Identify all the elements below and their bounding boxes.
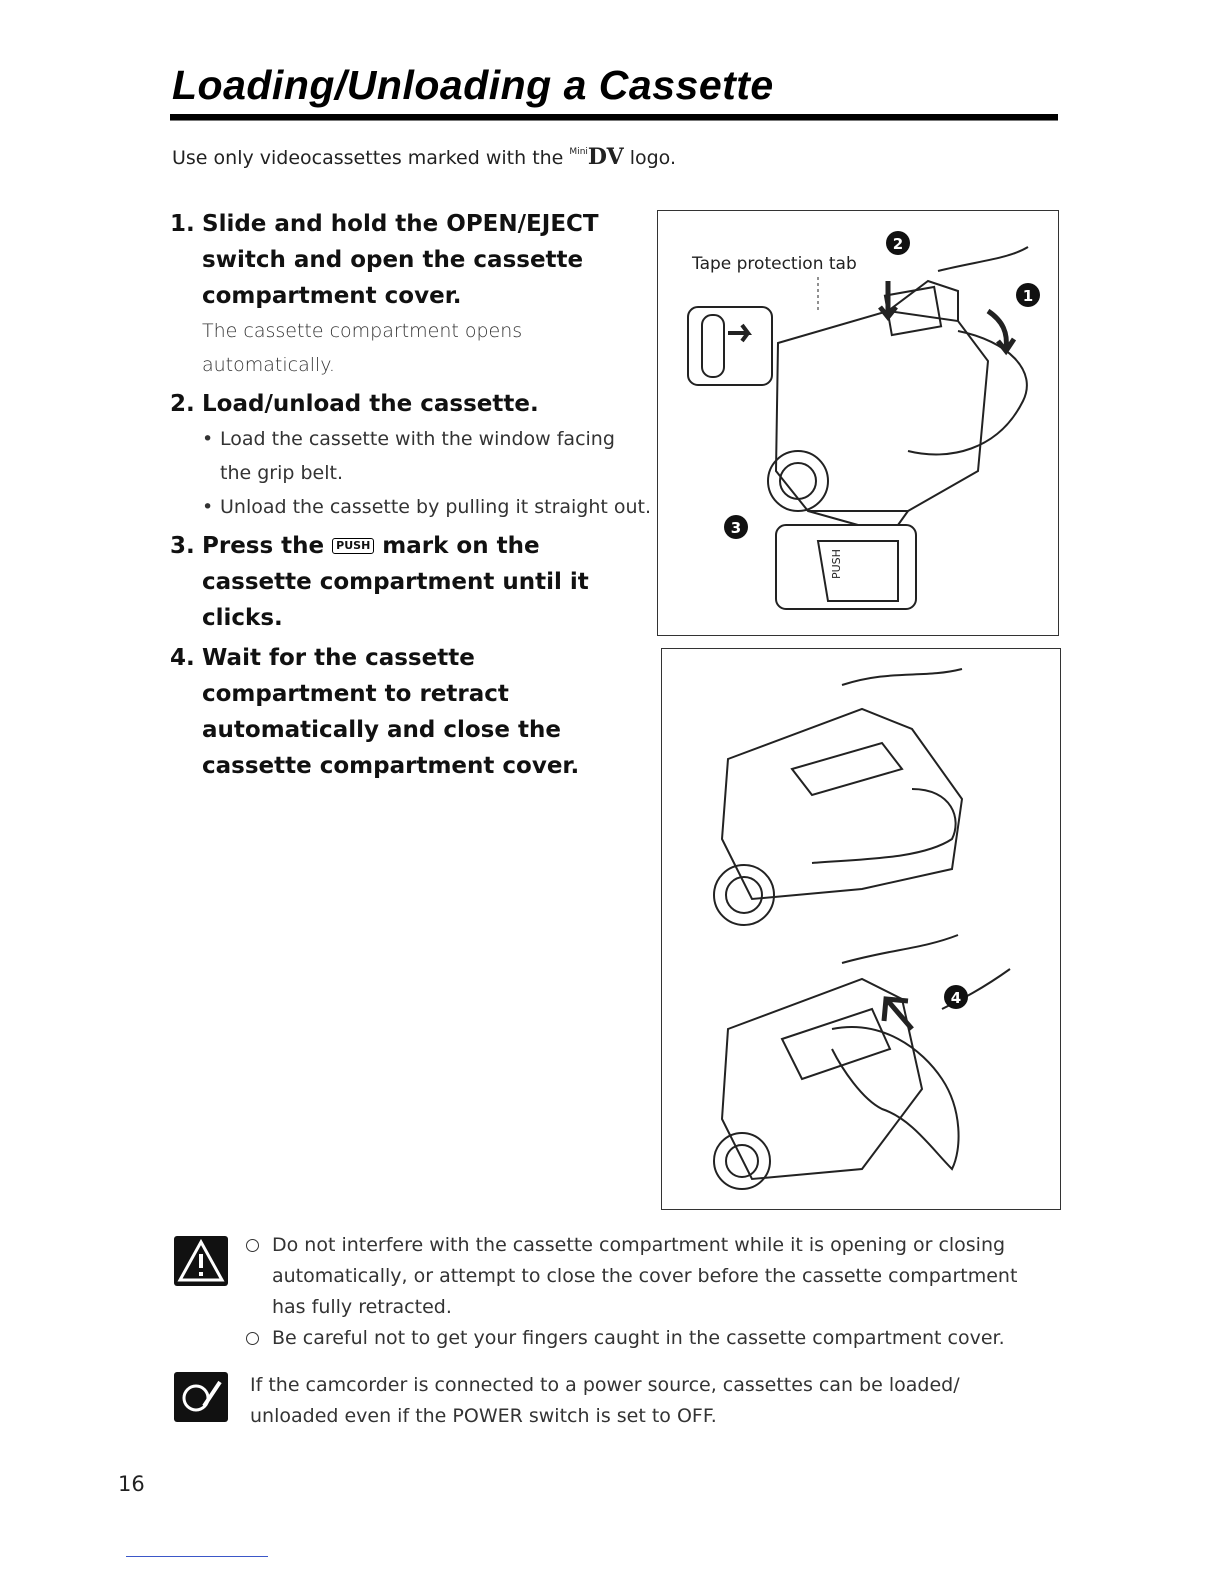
page-number: 16 (118, 1472, 145, 1496)
push-inset-label: PUSH (830, 549, 843, 579)
marker-1-label: 1 (1023, 287, 1033, 305)
upper-camcorder-body (720, 707, 964, 901)
insert-arrow (878, 281, 898, 322)
hand (831, 1026, 960, 1171)
caution-list: Do not interfere with the cassette compa… (246, 1230, 1046, 1354)
upper-strap-cord (841, 668, 963, 686)
camcorder-body (774, 309, 990, 512)
marker-3-label: 3 (731, 519, 741, 537)
close-arrow (881, 996, 914, 1031)
lower-strap-cord (841, 934, 959, 964)
step-number: 2. (170, 391, 195, 417)
open-eject-switch (701, 314, 725, 378)
caution-item: Be careful not to get your fingers caugh… (246, 1323, 1046, 1354)
footer-line (126, 1556, 268, 1557)
minidv-logo: MiniDV (569, 144, 623, 170)
figure-close-compartment: 4 (661, 648, 1061, 1210)
open-arrow (986, 308, 1017, 356)
inset-leader (807, 510, 909, 526)
lens-inner (779, 462, 817, 500)
step-4: 4. Wait for the cassette compartment to … (170, 640, 652, 784)
lower-camcorder-body (720, 977, 924, 1181)
lower-lens-inner (725, 1144, 759, 1178)
caution-item: Do not interfere with the cassette compa… (246, 1230, 1046, 1323)
tip-text: If the camcorder is connected to a power… (250, 1374, 960, 1427)
step-1: 1. Slide and hold the OPEN/EJECT switch … (170, 206, 652, 382)
step-heading: Slide and hold the OPEN/EJECT switch and… (202, 211, 599, 309)
step-heading-after: mark on the cassette compartment until i… (202, 533, 589, 631)
caution-icon (174, 1236, 228, 1286)
step-heading: Wait for the cassette compartment to ret… (202, 645, 580, 779)
lower-lens-outer (713, 1132, 771, 1190)
note-pen-icon (174, 1372, 228, 1422)
step-number: 1. (170, 211, 195, 237)
camcorder-open-illustration: Tape protection tab 2 1 3 PUSH (687, 231, 1040, 610)
marker-2: 2 (886, 231, 910, 255)
upper-lens-inner (725, 876, 763, 914)
figure-open-compartment: Tape protection tab 2 1 3 PUSH (657, 210, 1059, 636)
page-title: Loading/Unloading a Cassette (172, 62, 774, 108)
strap-cord (937, 246, 1029, 272)
minidv-logo-mini: Mini (569, 147, 588, 157)
lower-compartment (780, 1007, 892, 1081)
step-bullet: Unload the cassette by pulling it straig… (202, 490, 652, 524)
intro-before: Use only videocassettes marked with the (172, 147, 570, 169)
upper-lens-outer (713, 864, 775, 926)
intro-after: logo. (623, 147, 677, 169)
close-swing-line (941, 968, 1011, 1010)
push-mark: PUSH (332, 538, 375, 554)
step-number: 3. (170, 533, 195, 559)
tape-protection-label: Tape protection tab (691, 254, 857, 274)
upper-grip-belt (811, 788, 957, 864)
marker-3: 3 (724, 515, 748, 539)
push-panel (816, 540, 899, 602)
title-rule (170, 114, 1058, 121)
minidv-logo-dv: DV (587, 144, 624, 170)
marker-4: 4 (944, 985, 968, 1009)
step-heading: Load/unload the cassette. (202, 391, 539, 417)
upper-compartment (790, 741, 904, 797)
switch-inset (687, 306, 773, 386)
step-heading-before: Press the (202, 533, 333, 559)
marker-1: 1 (1016, 283, 1040, 307)
step-number: 4. (170, 645, 195, 671)
step-3: 3. Press the PUSH mark on the cassette c… (170, 528, 652, 636)
step-body: The cassette compartment opens automatic… (202, 320, 523, 376)
step-2: 2. Load/unload the cassette. Load the ca… (170, 386, 652, 524)
marker-2-label: 2 (893, 235, 903, 253)
lens-outer (767, 450, 829, 512)
cassette (887, 279, 959, 321)
push-inset (775, 524, 917, 610)
step-heading: Press the PUSH mark on the cassette comp… (202, 528, 652, 636)
marker-4-label: 4 (951, 989, 961, 1007)
switch-arrow (728, 323, 752, 343)
steps-list: 1. Slide and hold the OPEN/EJECT switch … (170, 206, 652, 788)
intro-text: Use only videocassettes marked with the … (172, 144, 676, 170)
camcorder-close-illustration: 4 (713, 668, 1011, 1190)
step-bullet: Load the cassette with the window facing… (202, 422, 652, 490)
